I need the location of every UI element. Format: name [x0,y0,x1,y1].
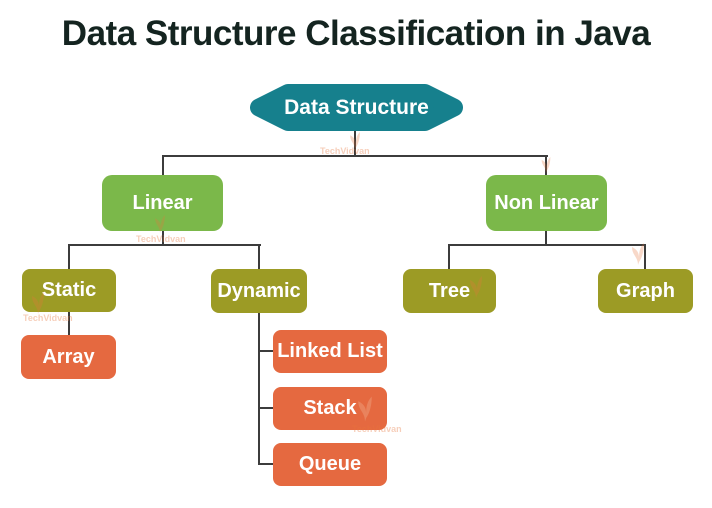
connector-to-non-linear [545,155,547,176]
hexagon-shape-icon [250,84,463,131]
node-data-structure: Data Structure [250,84,463,131]
node-array: Array [21,335,116,379]
watermark-text: TechVidvan [23,313,73,323]
node-label: Data Structure [284,95,429,119]
connector-to-graph [644,244,646,270]
node-label: Dynamic [217,279,301,302]
node-tree: Tree [403,269,496,313]
connector-static-to-array [68,311,70,336]
connector-non-linear-horizontal [448,244,646,246]
connector-to-dynamic [258,244,260,270]
node-label: Stack [303,397,357,419]
connector-to-linked-list [258,350,274,352]
node-label: Tree [428,279,471,302]
node-linear: Linear [102,175,223,231]
node-non-linear: Non Linear [486,175,607,231]
node-static: Static [22,269,116,312]
node-label: Array [42,345,95,368]
node-queue: Queue [273,443,387,486]
connector-to-queue [258,463,274,465]
connector-to-linear [162,155,164,176]
connector-linear-horizontal [68,244,261,246]
node-linked-list: Linked List [273,330,387,373]
node-label: Linked List [277,340,383,362]
connector-linear-down [162,230,164,246]
node-label: Graph [616,279,675,302]
connector-non-linear-down [545,230,547,246]
connector-root-down [354,131,356,157]
node-label: Linear [132,191,193,214]
connector-to-tree [448,244,450,270]
connector-to-static [68,244,70,270]
connector-top-horizontal [162,155,548,157]
node-dynamic: Dynamic [211,269,307,313]
connector-dynamic-down [258,312,260,465]
node-stack: Stack [273,387,387,430]
node-label: Queue [298,453,362,475]
diagram-title: Data Structure Classification in Java [61,14,651,53]
node-graph: Graph [598,269,693,313]
watermark-text: TechVidvan [136,234,186,244]
node-label: Non Linear [494,191,599,214]
connector-to-stack [258,407,274,409]
node-label: Static [41,279,97,301]
